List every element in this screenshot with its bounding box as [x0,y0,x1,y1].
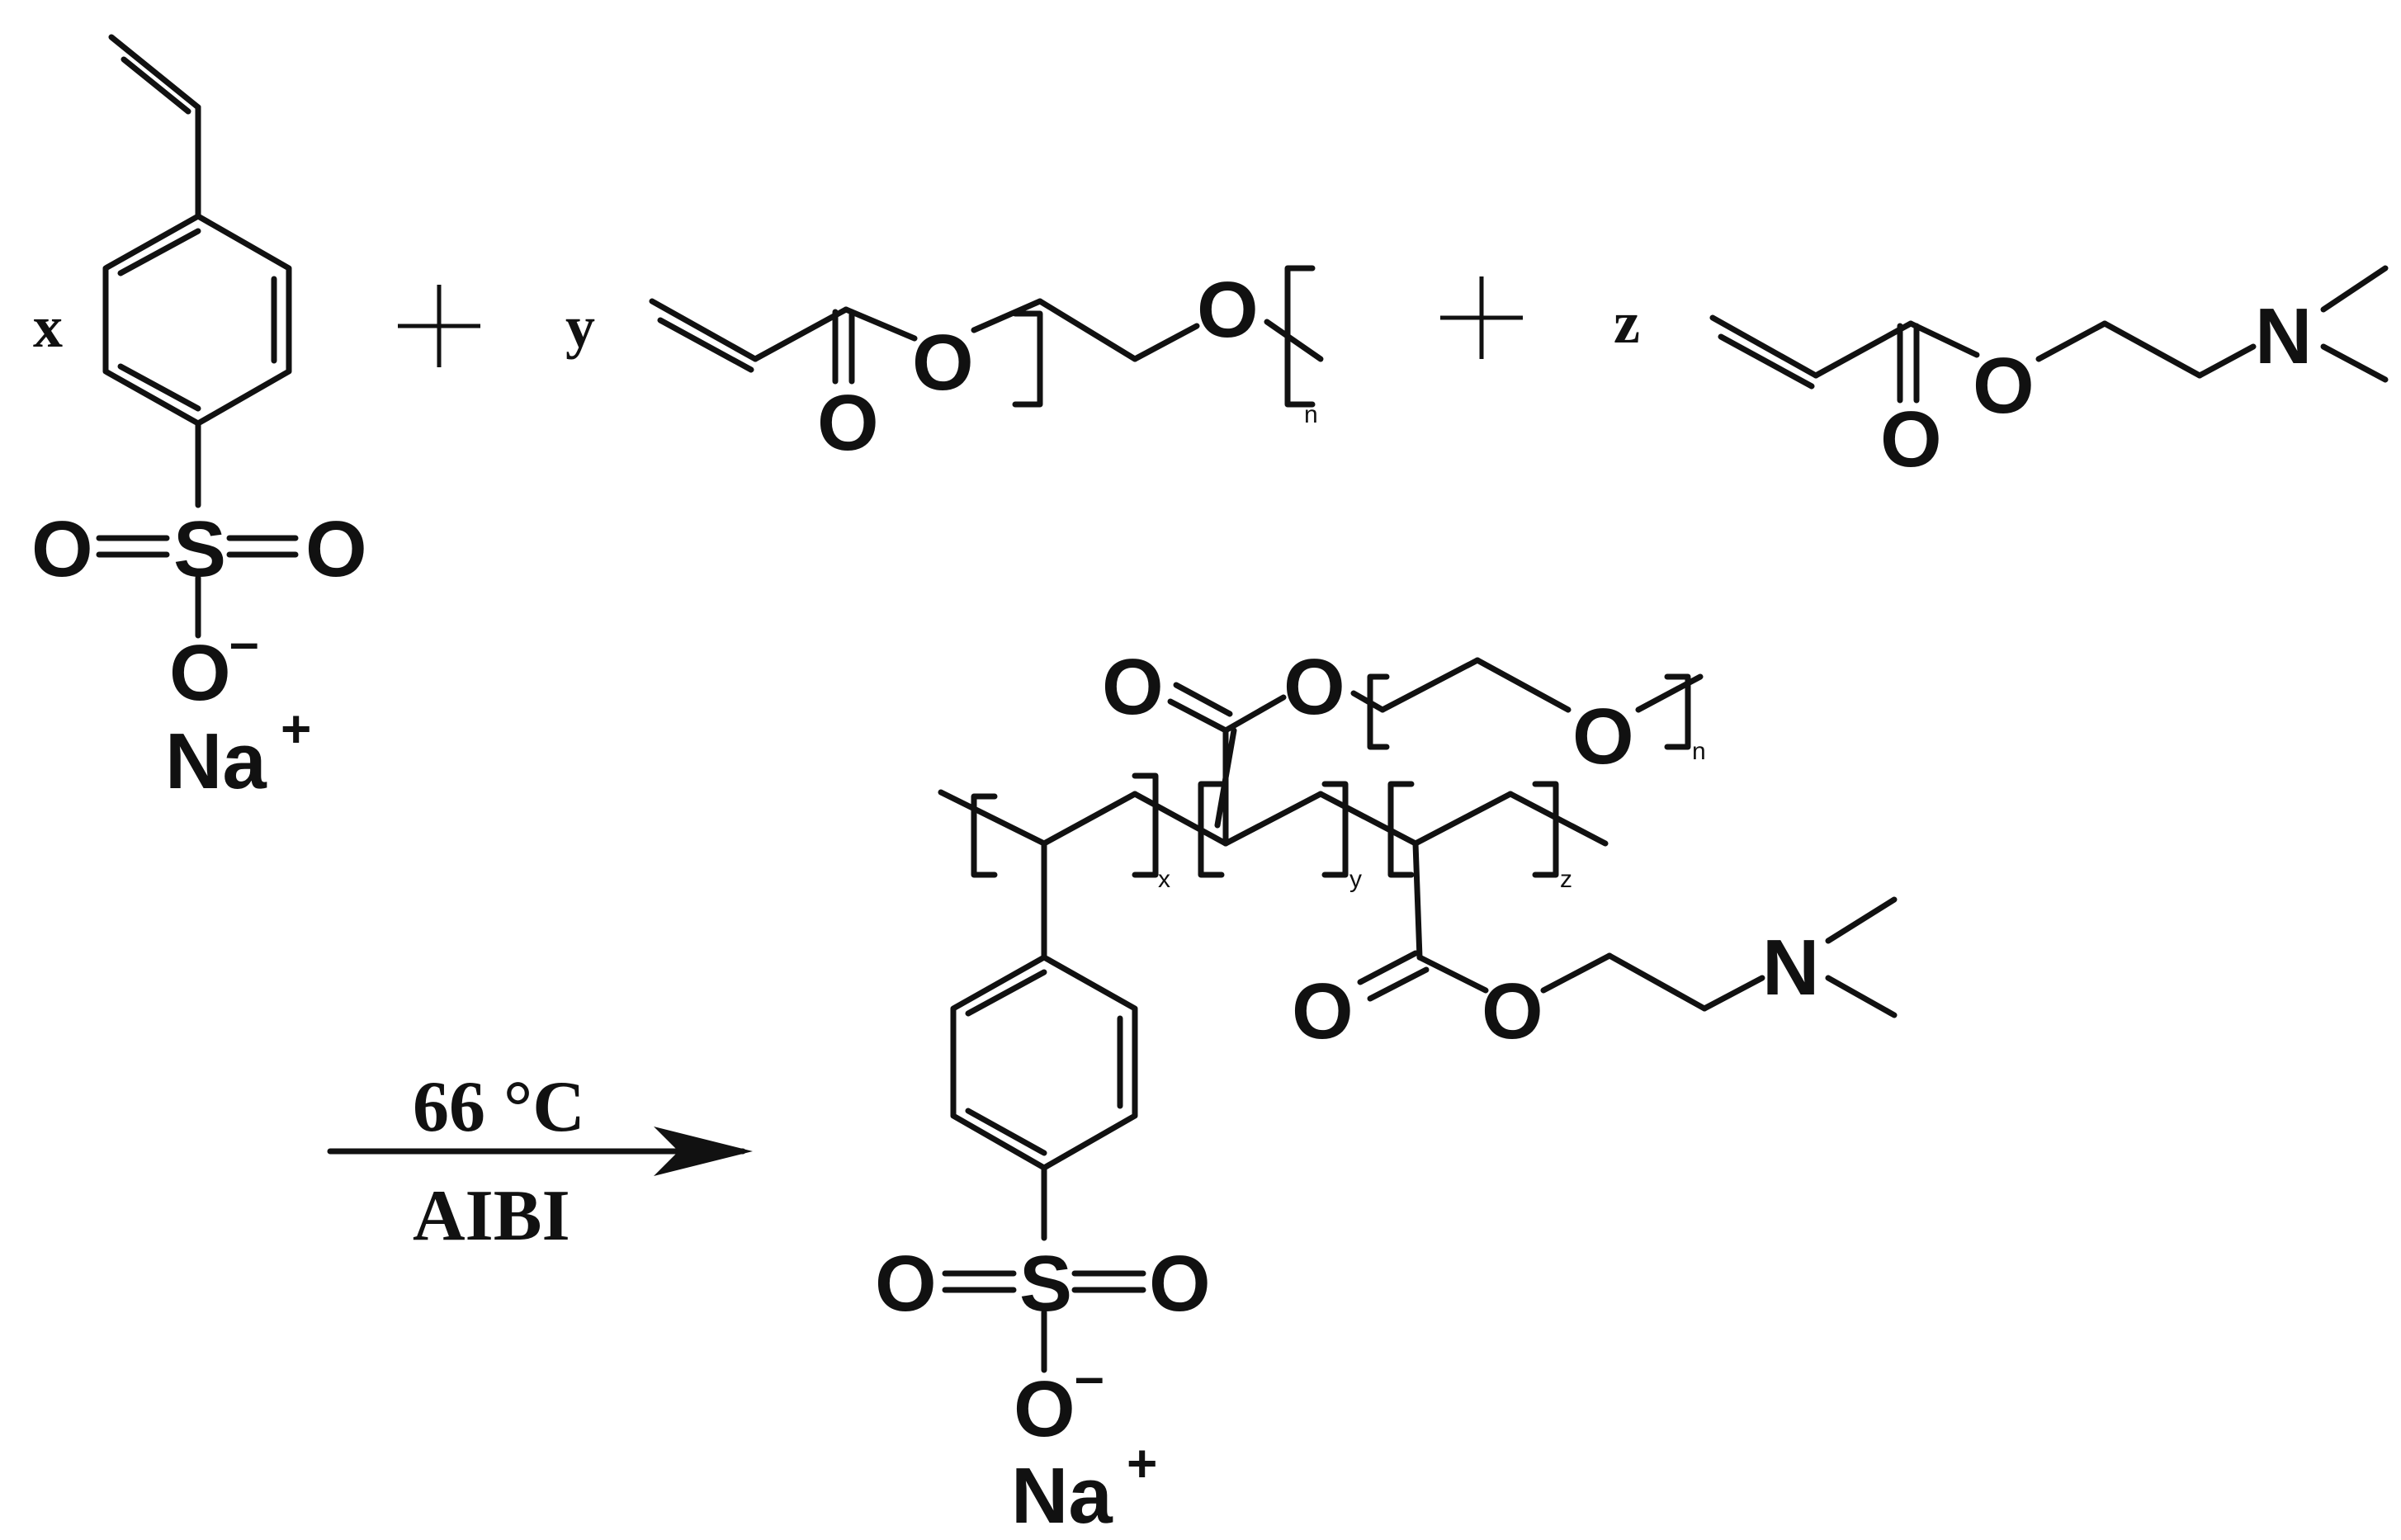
peg-repeat-unit: O n [971,265,1324,428]
reaction-arrow: 66 °C AIBI [327,1067,753,1256]
sulfur-atom: S [173,505,226,593]
sodium-counter-ion: Na [165,717,267,805]
carbonyl-oxygen: O [1292,967,1354,1056]
initiator-label: AIBI [413,1176,570,1256]
peg-side-chain: O O O n [1102,643,1706,847]
oxygen-atom: O [875,1240,937,1328]
ether-oxygen: O [1572,692,1634,781]
temperature-label: 66 °C [413,1067,585,1147]
product-sulfonate-group: S O O O – Na + [875,1240,1211,1540]
benzene-ring [102,213,292,427]
vinyl-group [108,34,201,220]
oxygen-anion: O [1014,1365,1075,1453]
repeat-subscript: n [1692,738,1706,765]
acrylate-backbone: O O [649,298,974,467]
repeat-subscript: n [1304,401,1318,428]
block-subscript-z: z [1560,866,1572,893]
plus-sign [398,285,480,367]
ester-oxygen: O [1973,342,2035,430]
aromatic-side-chain [950,840,1138,1241]
ester-oxygen: O [1283,643,1345,731]
plus-sign [1440,276,1523,359]
block-subscript-y: y [1349,866,1362,893]
reactant-styrenesulfonate: x S O O O – Na + [31,34,367,805]
oxygen-anion: O [169,629,231,717]
carbonyl-oxygen: O [1880,395,1942,484]
carbonyl-oxygen: O [817,379,879,467]
ester-oxygen: O [912,319,974,407]
block-subscript-x: x [1158,866,1170,893]
ether-oxygen: O [1197,266,1259,354]
negative-charge: – [1075,1347,1104,1406]
sulfur-atom: S [1019,1240,1072,1328]
oxygen-atom: O [31,505,93,593]
negative-charge: – [229,612,259,672]
reactant-dmaea: z O O N [1614,265,2389,484]
coefficient-z: z [1614,290,1640,356]
ester-oxygen: O [1482,967,1543,1056]
amine-nitrogen: N [2255,292,2312,380]
oxygen-atom: O [305,505,367,593]
carbonyl-oxygen: O [1102,643,1164,731]
coefficient-y: y [565,294,595,360]
coefficient-x: x [33,294,63,360]
reactant-peg-acrylate: y O O O n [565,265,1324,467]
positive-charge: + [281,699,311,758]
amine-nitrogen: N [1762,924,1819,1012]
polymer-backbone: x y z [938,772,1609,893]
oxygen-atom: O [1149,1240,1211,1328]
product-terpolymer: x y z O O O n [875,643,1898,1540]
sodium-counter-ion: Na [1011,1452,1113,1540]
amine-side-chain: O O N [1292,840,1898,1056]
sulfonate-group: S O O O – Na + [31,420,367,805]
positive-charge: + [1127,1434,1157,1493]
